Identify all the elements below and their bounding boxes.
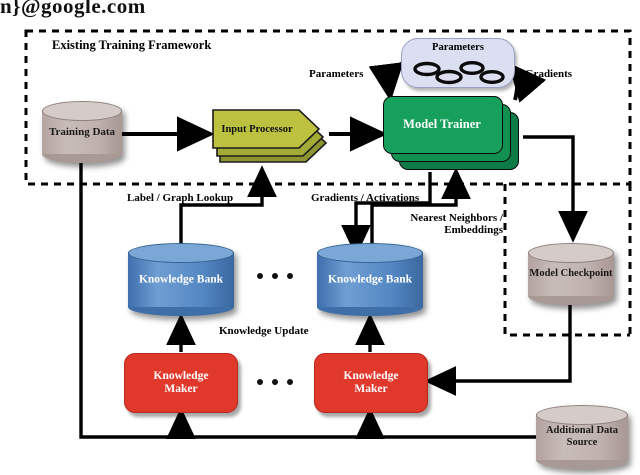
node-model-checkpoint[interactable]: Model Checkpoint [528, 243, 614, 305]
cylinder-top [42, 101, 122, 121]
cylinder-top [536, 405, 628, 425]
ellipsis-makers [257, 379, 293, 385]
node-knowledge-maker-1[interactable]: Knowledge Maker [124, 353, 238, 413]
node-model-trainer[interactable]: Model Trainer [383, 96, 523, 172]
edge-label-label-graph-lookup: Label / Graph Lookup [127, 192, 234, 204]
node-label: Knowledge Bank [327, 273, 413, 286]
edge-label-nearest-neighbors: Nearest Neighbors / Embeddings [410, 212, 503, 237]
node-additional-data-source[interactable]: Additional Data Source [536, 405, 628, 469]
stack-layer-front [383, 96, 503, 154]
frame-label-existing-framework: Existing Training Framework [52, 38, 212, 52]
node-training-data[interactable]: Training Data [42, 101, 122, 163]
chevron-stack [212, 109, 328, 163]
node-label: Model Checkpoint [529, 268, 613, 280]
cylinder-top [317, 243, 423, 263]
node-label: Knowledge Maker [343, 369, 399, 395]
node-parameters-store[interactable]: Parameters [401, 38, 515, 88]
node-knowledge-bank-n[interactable]: Knowledge Bank [317, 243, 423, 316]
edge-label-gradients-activations: Gradients / Activations [311, 192, 420, 204]
parameter-ellipses-icon [413, 61, 505, 85]
node-label: Model Trainer [403, 116, 481, 131]
node-label: Knowledge Maker [153, 369, 209, 395]
node-label: Knowledge Bank [138, 273, 224, 286]
cylinder-top [128, 243, 234, 263]
node-label: Input Processor [221, 123, 293, 135]
email-fragment-text: n}@google.com [0, 0, 146, 18]
edge-label-gradients: Gradients [525, 68, 573, 80]
node-input-processor[interactable]: Input Processor [210, 104, 334, 166]
node-knowledge-maker-n[interactable]: Knowledge Maker [314, 353, 428, 413]
edge-label-knowledge-update: Knowledge Update [219, 325, 309, 337]
node-knowledge-bank-1[interactable]: Knowledge Bank [128, 243, 234, 316]
ellipsis-banks [257, 273, 293, 279]
node-label: Training Data [48, 125, 116, 138]
edge-label-parameters: Parameters [309, 68, 364, 80]
parameters-title: Parameters [432, 42, 484, 53]
node-label: Additional Data Source [545, 425, 619, 448]
cylinder-top [528, 243, 614, 263]
